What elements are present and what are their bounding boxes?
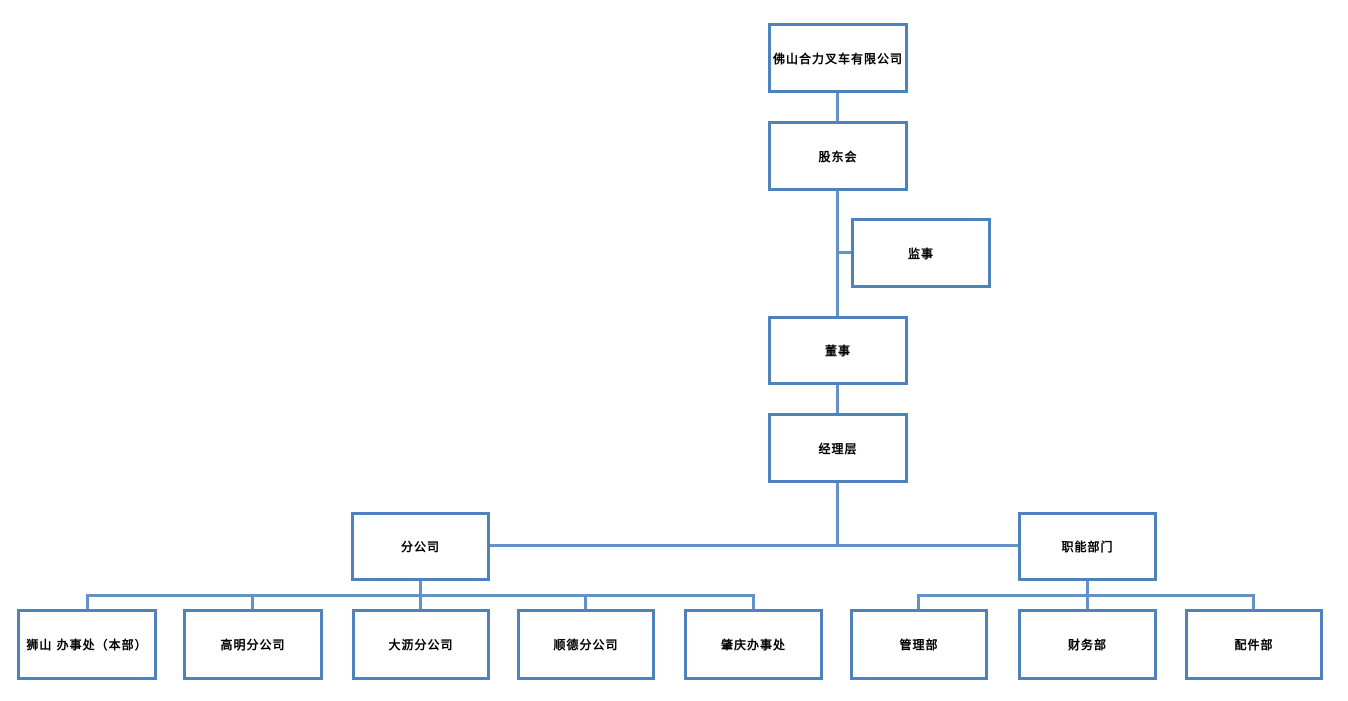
connector-functional-drop xyxy=(1086,581,1089,595)
org-node-director-label: 董事 xyxy=(824,344,851,358)
connector-drop-shishan xyxy=(86,594,89,610)
org-node-management-dept-label: 管理部 xyxy=(899,638,939,652)
org-node-finance-dept-label: 财务部 xyxy=(1067,638,1107,652)
org-node-company[interactable]: 佛山合力叉车有限公司 xyxy=(768,23,908,93)
connector-drop-zhaoqing xyxy=(752,594,755,610)
connector-director-management xyxy=(836,385,839,414)
org-node-parts-dept[interactable]: 配件部 xyxy=(1185,609,1323,680)
connector-drop-peijian xyxy=(1252,594,1255,610)
connector-drop-caiwu xyxy=(1086,594,1089,610)
connector-branch-drop xyxy=(419,581,422,595)
org-node-shishan-office-label: 狮山 办事处（本部） xyxy=(26,638,148,652)
org-node-zhaoqing-office-label: 肇庆办事处 xyxy=(720,638,786,652)
org-node-management[interactable]: 经理层 xyxy=(768,413,908,483)
org-node-management-dept[interactable]: 管理部 xyxy=(850,609,988,680)
connector-shareholders-director xyxy=(836,191,839,317)
org-node-shunde-branch[interactable]: 顺德分公司 xyxy=(517,609,655,680)
org-node-gaoming-branch-label: 高明分公司 xyxy=(220,638,286,652)
org-node-company-label: 佛山合力叉车有限公司 xyxy=(772,51,903,66)
org-node-gaoming-branch[interactable]: 高明分公司 xyxy=(183,609,323,680)
org-node-supervisor[interactable]: 监事 xyxy=(851,218,991,288)
org-node-zhaoqing-office[interactable]: 肇庆办事处 xyxy=(684,609,823,680)
org-node-finance-dept[interactable]: 财务部 xyxy=(1018,609,1157,680)
connector-drop-gaoming xyxy=(251,594,254,610)
connector-drop-shunde xyxy=(584,594,587,610)
org-node-parts-dept-label: 配件部 xyxy=(1234,638,1274,652)
org-node-management-label: 经理层 xyxy=(818,441,858,456)
org-node-branch-company[interactable]: 分公司 xyxy=(351,512,490,581)
connector-supervisor-spur xyxy=(836,251,852,254)
org-node-shishan-office[interactable]: 狮山 办事处（本部） xyxy=(17,609,157,680)
org-node-dali-branch[interactable]: 大沥分公司 xyxy=(352,609,490,680)
org-node-dali-branch-label: 大沥分公司 xyxy=(388,638,454,652)
org-node-branch-company-label: 分公司 xyxy=(400,540,440,554)
connector-main-rail xyxy=(489,544,1018,547)
connector-drop-guanli xyxy=(917,594,920,610)
connector-company-shareholders xyxy=(836,92,839,122)
org-node-shareholders-label: 股东会 xyxy=(818,149,858,164)
org-node-shunde-branch-label: 顺德分公司 xyxy=(553,638,619,652)
org-node-functional-depts-label: 职能部门 xyxy=(1061,540,1114,554)
connector-drop-dali xyxy=(419,594,422,610)
connector-management-trunk xyxy=(836,483,839,547)
org-node-functional-depts[interactable]: 职能部门 xyxy=(1018,512,1157,581)
org-node-director[interactable]: 董事 xyxy=(768,316,908,385)
org-node-supervisor-label: 监事 xyxy=(907,246,934,261)
org-node-shareholders[interactable]: 股东会 xyxy=(768,121,908,191)
